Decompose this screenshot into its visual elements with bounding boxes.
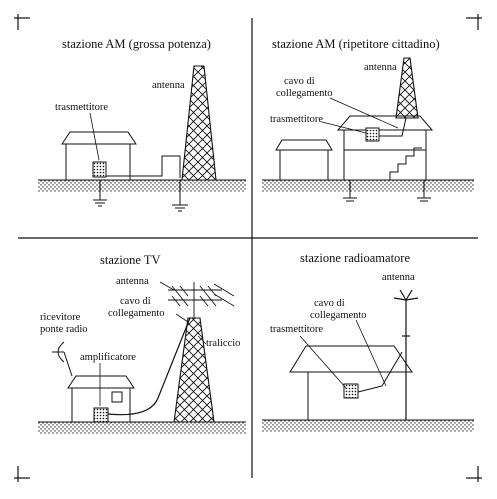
cable-label-line2: collegamento (108, 308, 165, 319)
feed-cable (357, 351, 403, 393)
cable-label-line2: collegamento (310, 310, 367, 321)
feed-line (106, 155, 181, 178)
rooftop-tower (395, 57, 419, 119)
antenna-array (168, 282, 235, 318)
amplifier-building (67, 375, 135, 423)
antenna-label: antenna (382, 272, 415, 283)
panel-title: stazione TV (100, 253, 161, 267)
receiver-dish (52, 341, 73, 377)
ground (262, 180, 474, 192)
panel-tv: stazione TV ricevitore ponte radio ampli… (38, 253, 246, 434)
panel-grid (14, 14, 482, 482)
panel-am-high-power: stazione AM (grossa potenza) trasmettito… (38, 37, 246, 212)
antenna-label: antenna (152, 80, 185, 91)
ground-symbols (343, 180, 431, 202)
feed-line (379, 117, 407, 137)
lattice-tower (181, 65, 217, 181)
ground (38, 180, 246, 192)
antenna-label: antenna (116, 276, 149, 287)
cable-label-line1: cavo di (120, 296, 151, 307)
panel-am-repeater: stazione AM (ripetitore cittadino) anten… (262, 37, 474, 202)
amplifier-label: amplificatore (80, 352, 136, 363)
ground (262, 420, 474, 432)
receiver-label-line2: ponte radio (40, 324, 88, 335)
transmitter-label: trasmettitore (55, 102, 108, 113)
antenna-label: antenna (364, 62, 397, 73)
cable-label-line1: cavo di (284, 76, 315, 87)
cable-label-line1: cavo di (314, 298, 345, 309)
tower-label: traliccio (206, 338, 240, 349)
small-house (275, 139, 333, 181)
repeater-building (336, 115, 434, 181)
ground (38, 422, 246, 434)
antenna-mast (393, 289, 419, 420)
panel-title: stazione AM (grossa potenza) (62, 37, 211, 51)
cable-pointer (329, 97, 399, 129)
transmitter-label: trasmettitore (270, 114, 323, 125)
panel-ham: stazione radioamatore antenna cavo di co… (262, 251, 474, 432)
panel-title: stazione radioamatore (300, 251, 410, 265)
transmitter-label: trasmettitore (270, 324, 323, 335)
receiver-label-line1: ricevitore (40, 312, 81, 323)
feed-cable (107, 317, 191, 416)
panel-title: stazione AM (ripetitore cittadino) (272, 37, 440, 51)
lattice-tower (173, 317, 215, 423)
transmitter-building (61, 131, 137, 181)
cable-label-line2: collegamento (276, 88, 333, 99)
ground-symbols (93, 180, 188, 212)
ham-house (289, 345, 413, 421)
